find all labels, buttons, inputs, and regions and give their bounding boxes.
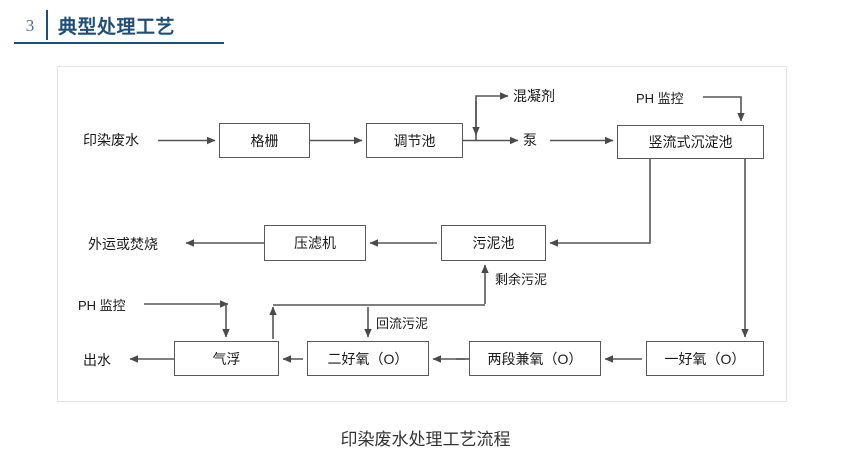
flowchart-container: 格栅 调节池 竖流式沉淀池 压滤机 污泥池 气浮 二好氧（O） 两段兼氧（O） … (57, 66, 787, 402)
label-chushui: 出水 (83, 352, 111, 368)
label-ph-monitor-top: PH 监控 (636, 90, 684, 106)
section-number: 3 (25, 15, 35, 35)
node-yalvji[interactable]: 压滤机 (264, 225, 366, 261)
node-erhaoyang[interactable]: 二好氧（O） (307, 341, 429, 376)
section-header: 3 典型处理工艺 (14, 8, 224, 44)
page-title: 典型处理工艺 (58, 16, 176, 38)
node-tiaojiechi[interactable]: 调节池 (366, 123, 463, 158)
label-beng: 泵 (523, 132, 537, 148)
label-waiyun-huo-fenshao: 外运或焚烧 (88, 236, 158, 252)
node-wunichi[interactable]: 污泥池 (441, 225, 546, 261)
header-divider (46, 10, 48, 40)
node-yihaoyang[interactable]: 一好氧（O） (646, 341, 764, 376)
connector-ph-chendianchi (703, 96, 745, 122)
diagram-caption: 印染废水处理工艺流程 (340, 430, 511, 449)
node-chendianchi[interactable]: 竖流式沉淀池 (617, 125, 764, 159)
connector-chendianchi-wunichi (549, 159, 651, 247)
flowchart-connectors (129, 92, 749, 363)
label-yinran-feishui: 印染废水 (83, 132, 139, 148)
node-geshan[interactable]: 格栅 (219, 123, 310, 158)
label-ph-monitor-bottom: PH 监控 (78, 297, 126, 313)
label-shengyu-wuni: 剩余污泥 (495, 271, 548, 287)
connector-tiaojiechi-hunningji (463, 92, 509, 142)
node-qifu[interactable]: 气浮 (174, 341, 279, 376)
label-huiliu-wuni: 回流污泥 (376, 315, 429, 331)
node-liangduanjianyang[interactable]: 两段兼氧（O） (469, 341, 601, 376)
label-hunningji: 混凝剂 (513, 88, 555, 104)
